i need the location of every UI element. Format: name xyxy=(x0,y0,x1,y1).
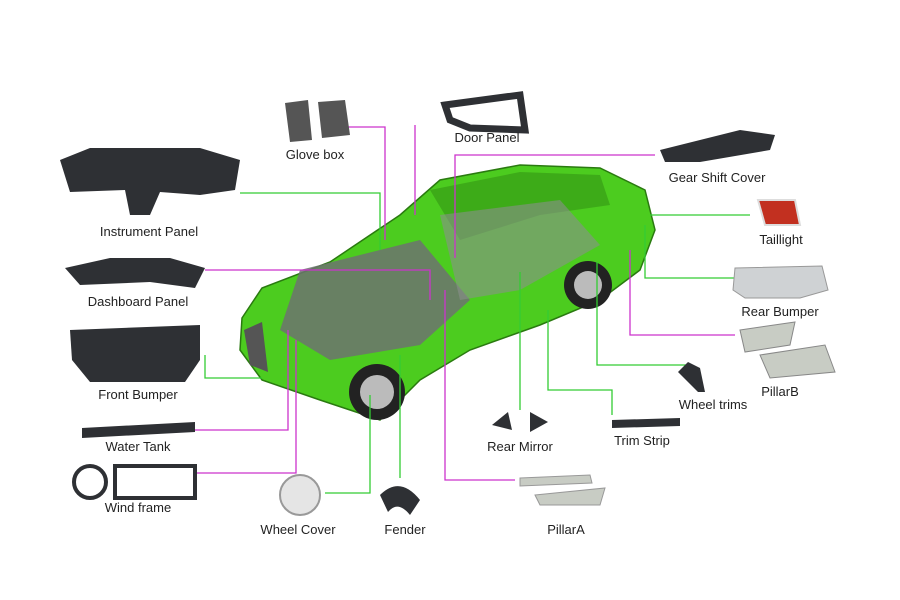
line-glove-box xyxy=(330,126,386,240)
label-wheel-trims: Wheel trims xyxy=(678,397,748,412)
label-door-panel: Door Panel xyxy=(454,130,520,145)
wheel-cover-image xyxy=(279,474,321,516)
wind-frame-fan-image xyxy=(72,464,108,500)
label-wheel-cover: Wheel Cover xyxy=(260,522,336,537)
line-dashboard xyxy=(205,269,431,300)
label-water-tank: Water Tank xyxy=(105,439,171,454)
water-tank-image xyxy=(82,422,195,438)
rear-mirror-image xyxy=(492,412,548,432)
line-front-bumper xyxy=(204,355,262,379)
car-illustration xyxy=(239,164,656,421)
wheel-trims-image xyxy=(678,362,705,392)
label-wind-frame: Wind frame xyxy=(104,500,172,515)
label-gear-shift-cover: Gear Shift Cover xyxy=(668,170,766,185)
line-wheel-cover xyxy=(325,395,371,494)
label-fender: Fender xyxy=(384,522,426,537)
wind-frame-shroud-image xyxy=(113,464,197,500)
label-pillar-a: PillarA xyxy=(547,522,585,537)
line-instrument-panel xyxy=(240,192,381,250)
line-pillar-b xyxy=(629,250,735,336)
label-glove-box: Glove box xyxy=(285,147,345,162)
dashboard-panel-image xyxy=(65,258,205,288)
label-rear-mirror: Rear Mirror xyxy=(487,439,553,454)
fender-image xyxy=(380,486,420,515)
door-panel-image xyxy=(440,91,530,134)
line-pillar-a xyxy=(444,290,515,481)
label-instrument-panel: Instrument Panel xyxy=(99,224,199,239)
front-bumper-image xyxy=(70,325,200,382)
label-front-bumper: Front Bumper xyxy=(98,387,178,402)
pillar-b-image xyxy=(739,321,836,379)
line-water-tank xyxy=(195,330,289,431)
part-images xyxy=(60,91,836,516)
line-rear-bumper xyxy=(644,225,735,279)
label-trim-strip: Trim Strip xyxy=(614,433,670,448)
label-taillight: Taillight xyxy=(759,232,803,247)
line-trim-strip xyxy=(547,310,613,415)
pillar-a-image xyxy=(519,474,606,506)
line-gear-shift xyxy=(454,154,655,258)
taillight-image xyxy=(756,199,802,226)
rear-bumper-image xyxy=(732,265,829,299)
gear-shift-image xyxy=(660,130,775,162)
label-dashboard-panel: Dashboard Panel xyxy=(87,294,189,309)
line-wheel-trims xyxy=(596,262,690,366)
trim-strip-image xyxy=(612,418,680,428)
label-rear-bumper: Rear Bumper xyxy=(741,304,819,319)
glove-box-image xyxy=(285,100,350,142)
line-wind-frame xyxy=(195,340,297,474)
instrument-panel-image xyxy=(60,148,240,215)
leader-lines xyxy=(195,125,750,494)
label-pillar-b: PillarB xyxy=(761,384,799,399)
